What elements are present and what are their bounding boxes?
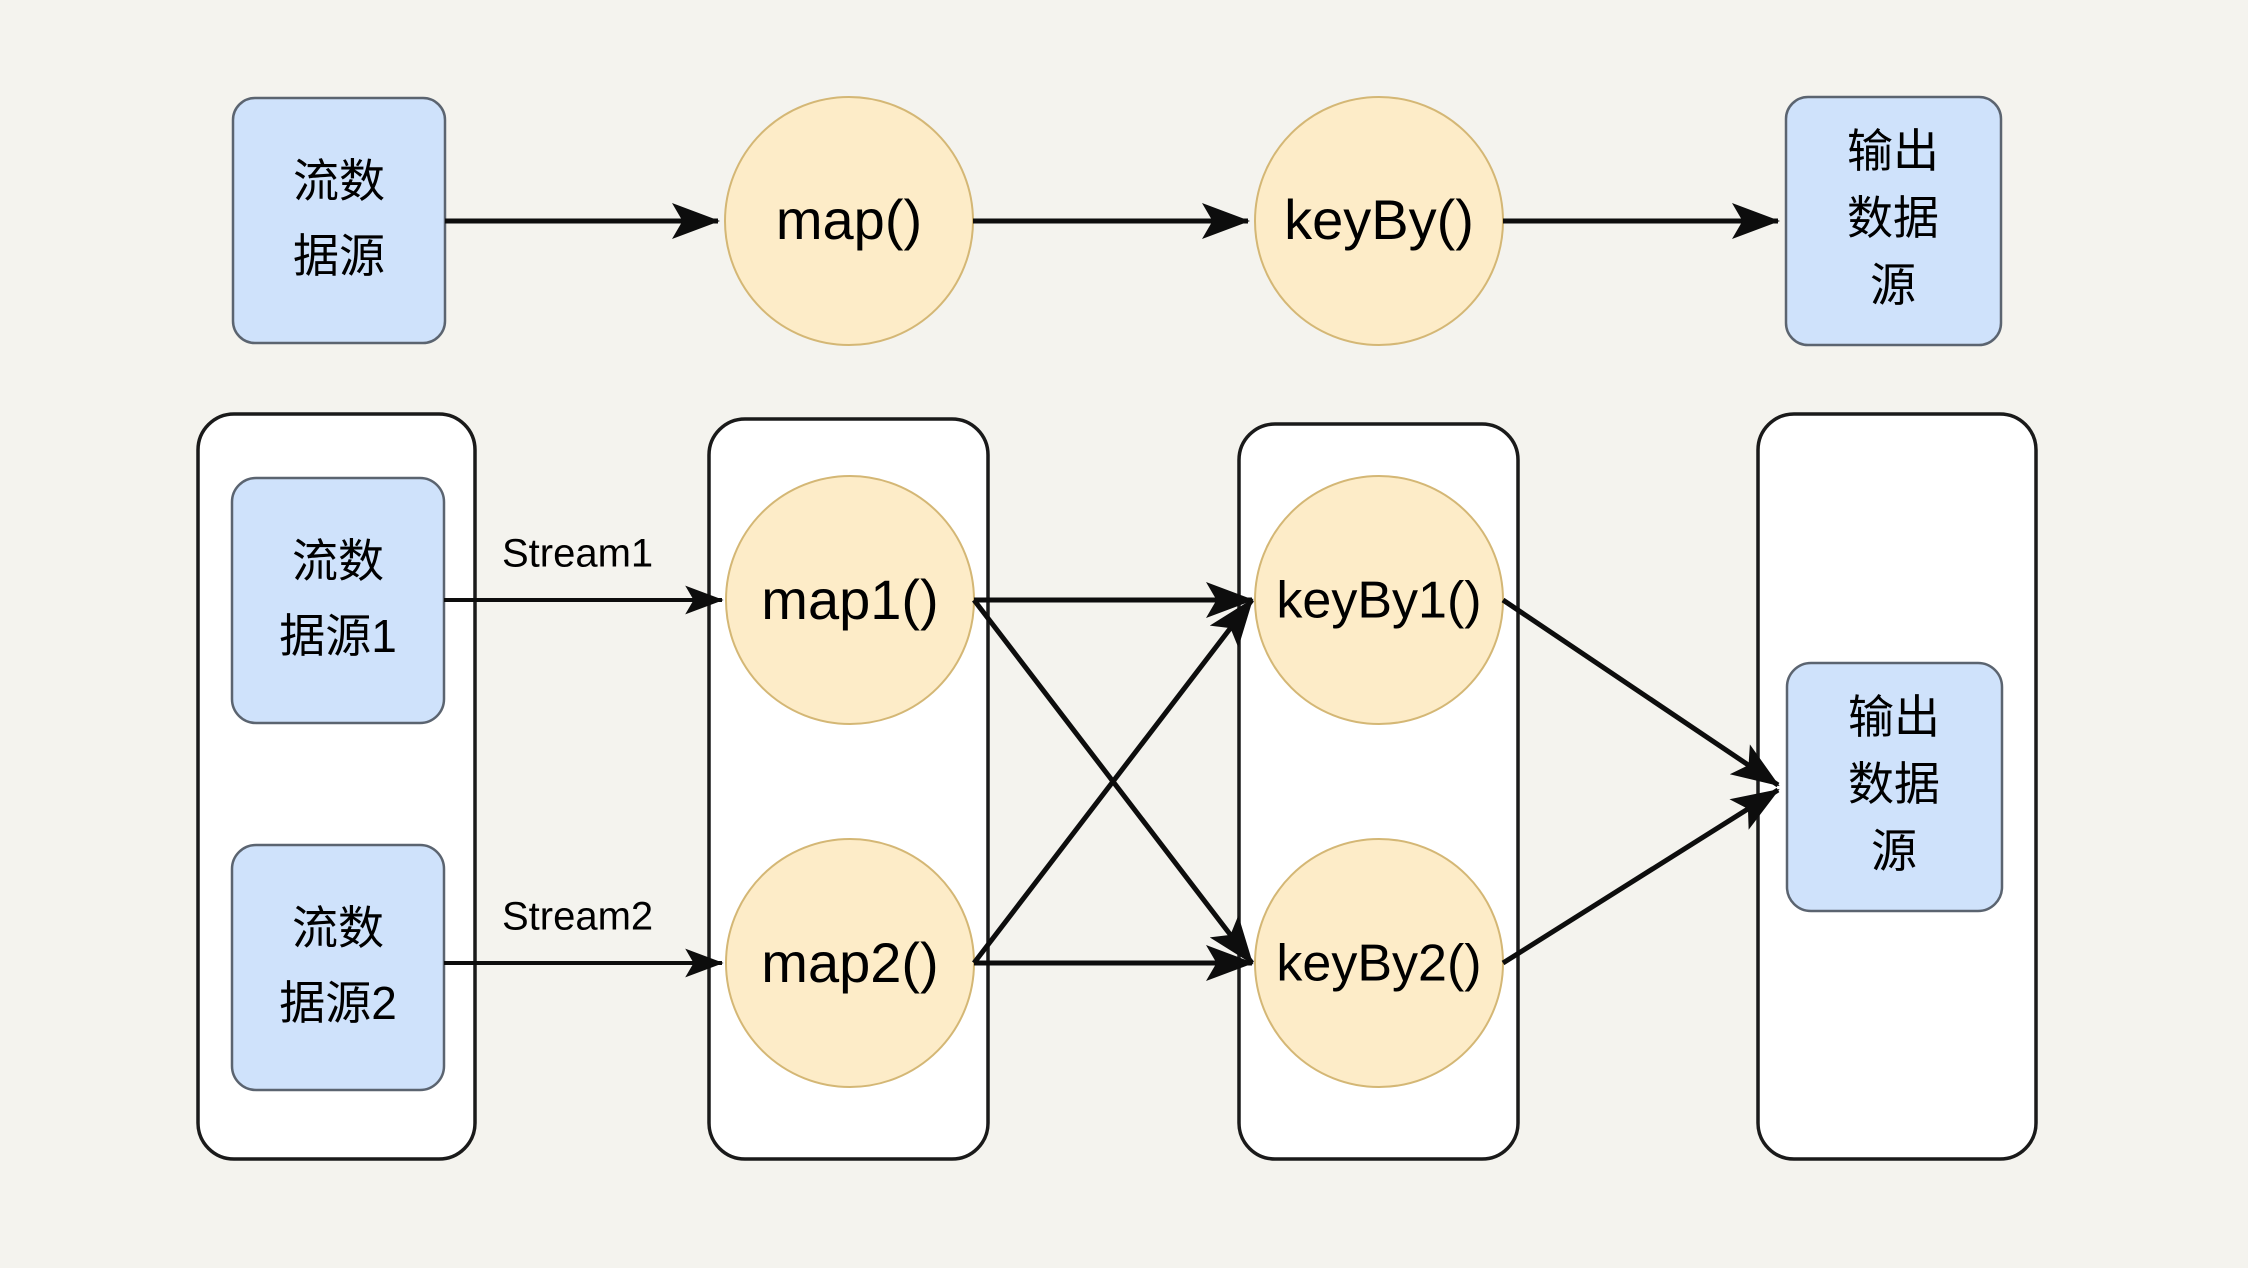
- node-map-top[interactable]: map(): [724, 96, 974, 346]
- source-top-label-line1: 流数: [293, 155, 385, 207]
- source-2-label-line1: 流数: [292, 902, 384, 954]
- source-top-label-line2: 据源: [293, 230, 385, 282]
- keyby-1-label: keyBy1(): [1276, 572, 1481, 630]
- node-source-top[interactable]: 流数 据源: [231, 96, 447, 345]
- sink-top-label-line1: 输出: [1847, 125, 1939, 177]
- keyby-top-label: keyBy(): [1284, 188, 1474, 251]
- node-source-1[interactable]: 流数 据源1: [230, 476, 446, 725]
- map-1-label: map1(): [761, 568, 938, 631]
- source-1-label-line1: 流数: [292, 535, 384, 587]
- edge-label-stream-1: Stream1: [502, 532, 653, 576]
- node-sink-top[interactable]: 输出 数据 源: [1784, 95, 2003, 347]
- edge-keyby-2-to-sink-1: [1501, 787, 1780, 966]
- node-map-1[interactable]: map1(): [725, 475, 975, 725]
- sink-1-label-line2: 数据: [1848, 758, 1940, 810]
- node-source-2[interactable]: 流数 据源2: [230, 843, 446, 1092]
- source-2-box[interactable]: [230, 843, 446, 1092]
- edge-keyby-1-to-sink-1: [1501, 597, 1780, 788]
- edge-map-2-to-keyby-1: [972, 598, 1254, 965]
- source-2-label-line2: 据源2: [279, 977, 397, 1029]
- node-map-2[interactable]: map2(): [725, 838, 975, 1088]
- node-keyby-2[interactable]: keyBy2(): [1254, 838, 1504, 1088]
- sink-top-box[interactable]: [1784, 95, 2003, 347]
- sink-1-label-line1: 输出: [1848, 691, 1940, 743]
- sink-top-label-line2: 数据: [1847, 192, 1939, 244]
- node-keyby-1[interactable]: keyBy1(): [1254, 475, 1504, 725]
- sink-1-label-line3: 源: [1871, 825, 1917, 877]
- map-top-label: map(): [776, 188, 922, 251]
- map-2-label: map2(): [761, 931, 938, 994]
- source-1-box[interactable]: [230, 476, 446, 725]
- edge-label-stream-2: Stream2: [502, 895, 653, 939]
- sink-1-box[interactable]: [1785, 661, 2004, 913]
- source-top-box[interactable]: [231, 96, 447, 345]
- source-1-label-line2: 据源1: [279, 610, 397, 662]
- sink-top-label-line3: 源: [1870, 259, 1916, 311]
- node-keyby-top[interactable]: keyBy(): [1254, 96, 1504, 346]
- node-sink-1[interactable]: 输出 数据 源: [1785, 661, 2004, 913]
- row-logical-pipeline: 流数 据源 map() keyBy() 输出: [231, 95, 2003, 347]
- keyby-2-label: keyBy2(): [1276, 935, 1481, 993]
- row-parallel-pipeline: 流数 据源1 流数 据源2 Stream1 Stream2 map1() map: [196, 412, 2038, 1161]
